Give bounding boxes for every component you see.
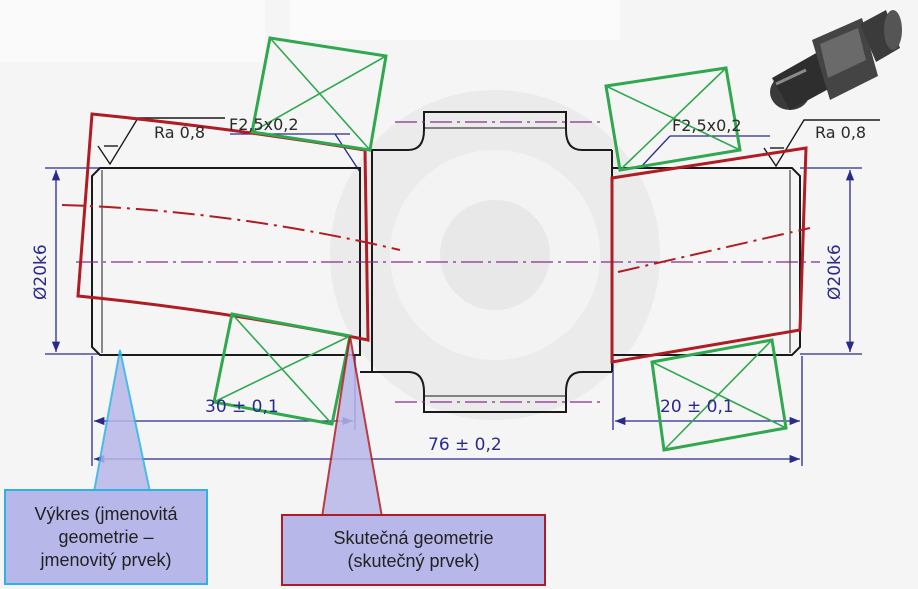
actual-axis [61, 204, 811, 273]
length-left-label: 30 ± 0,1 [205, 397, 279, 417]
callout-line: geometrie – [58, 526, 154, 547]
measurement-boxes [212, 36, 788, 452]
actual-left-journal [76, 112, 370, 342]
measure-box-bottom-right [650, 338, 788, 452]
callout-line: Skutečná geometrie [333, 528, 494, 548]
length-total-label: 76 ± 0,2 [428, 435, 502, 455]
actual-right-journal [610, 146, 808, 364]
callout-line: jmenovitý prvek) [40, 549, 172, 570]
roughness-left-label: Ra 0,8 [154, 123, 205, 142]
chamfer-left-label: F2,5x0,2 [229, 115, 299, 134]
nominal-geometry-callout: Výkres (jmenovitá geometrie – jmenovitý … [4, 489, 208, 585]
chamfer-right-label: F2,5x0,2 [672, 116, 742, 135]
measure-box-top-right [604, 66, 742, 172]
callout-line: Výkres (jmenovitá [34, 503, 178, 524]
actual-geometry [76, 112, 808, 364]
center-line [76, 121, 820, 403]
length-right-label: 20 ± 0,1 [660, 397, 734, 417]
diameter-left-label: Ø20k6 [31, 244, 51, 300]
callout-line: (skutečný prvek) [347, 551, 480, 571]
actual-geometry-callout: Skutečná geometrie (skutečný prvek) [281, 514, 546, 586]
shaft-3d-icon [770, 10, 902, 110]
measure-box-bottom-left [212, 312, 352, 426]
diameter-right-label: Ø20k6 [825, 244, 845, 300]
measure-box-top-left [250, 36, 388, 152]
roughness-right-label: Ra 0,8 [815, 123, 866, 142]
roughness-symbols [97, 117, 880, 168]
